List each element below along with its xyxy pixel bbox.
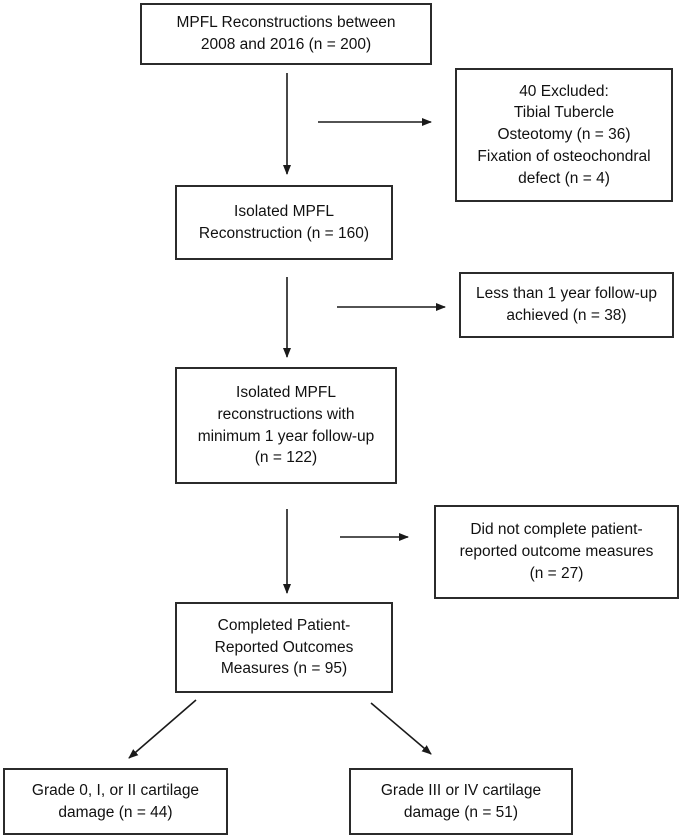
box-grade-3-4-damage: Grade III or IV cartilage damage (n = 51… [349, 768, 573, 835]
box-total-reconstructions: MPFL Reconstructions between 2008 and 20… [140, 3, 432, 65]
box-excluded-text: 40 Excluded: Tibial Tubercle Osteotomy (… [477, 82, 651, 187]
arrow-completed-to-grade012 [128, 699, 197, 759]
box-min-1yr-followup: Isolated MPFL reconstructions with minim… [175, 367, 397, 484]
box-less-than-1yr-followup: Less than 1 year follow-up achieved (n =… [459, 272, 674, 338]
box-less-than-1yr-followup-text: Less than 1 year follow-up achieved (n =… [476, 285, 657, 324]
box-min-1yr-followup-text: Isolated MPFL reconstructions with minim… [197, 384, 375, 467]
box-did-not-complete-measures-text: Did not complete patient- reported outco… [459, 521, 654, 582]
box-completed-measures-text: Completed Patient- Reported Outcomes Mea… [214, 616, 354, 678]
box-grade-0-1-2-damage-text: Grade 0, I, or II cartilage damage (n = … [31, 781, 200, 821]
arrow-completed-to-grade34 [370, 702, 432, 755]
box-completed-measures: Completed Patient- Reported Outcomes Mea… [175, 602, 393, 693]
box-excluded: 40 Excluded: Tibial Tubercle Osteotomy (… [455, 68, 673, 202]
box-grade-3-4-damage-text: Grade III or IV cartilage damage (n = 51… [380, 781, 542, 821]
box-did-not-complete-measures: Did not complete patient- reported outco… [434, 505, 679, 599]
box-isolated-reconstruction: Isolated MPFL Reconstruction (n = 160) [175, 185, 393, 260]
box-total-reconstructions-text: MPFL Reconstructions between 2008 and 20… [176, 14, 396, 53]
box-isolated-reconstruction-text: Isolated MPFL Reconstruction (n = 160) [198, 202, 370, 242]
box-grade-0-1-2-damage: Grade 0, I, or II cartilage damage (n = … [3, 768, 228, 835]
